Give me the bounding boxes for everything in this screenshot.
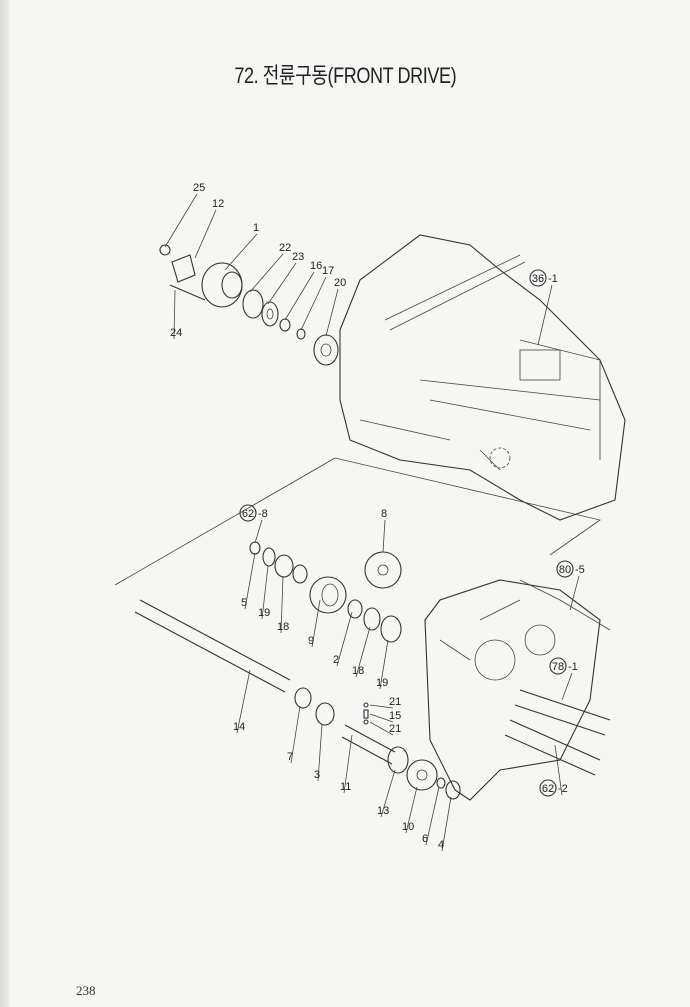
part-number-label: 19 — [376, 677, 388, 689]
page-number: 238 — [76, 983, 96, 998]
circled-reference-callout: 36 — [529, 269, 547, 287]
reference-circle — [539, 779, 557, 797]
part-number-label: 5 — [241, 597, 247, 609]
part-number-label: 23 — [292, 251, 304, 263]
part-number-label: -2 — [558, 783, 568, 795]
part-number-label: 19 — [258, 607, 270, 619]
circled-reference-callout: 78 — [549, 657, 567, 675]
leader-line — [554, 744, 563, 796]
part-number-label: 22 — [279, 242, 291, 254]
reference-number: 80 — [559, 564, 571, 576]
upper-parts — [159, 244, 339, 366]
leader-line — [194, 209, 217, 259]
leader-line — [236, 669, 251, 734]
part-number-label: -1 — [548, 273, 558, 285]
leader-line — [244, 552, 256, 610]
upper-housing — [114, 234, 626, 586]
leader-line — [290, 705, 301, 764]
leader-line — [254, 519, 263, 544]
part-number-label: 21 — [389, 723, 401, 735]
leader-line — [369, 721, 394, 736]
part-number-label: 3 — [314, 769, 320, 781]
part-number-label: 7 — [287, 751, 293, 763]
part-number-label: 17 — [322, 265, 334, 277]
callout-leader-lines — [164, 193, 580, 852]
part-number-label: 14 — [233, 721, 245, 733]
lower-housing — [424, 579, 611, 801]
leader-line — [537, 284, 553, 346]
leader-line — [300, 276, 327, 331]
reference-circle — [549, 657, 567, 675]
leader-line — [261, 565, 269, 620]
leader-line — [173, 289, 176, 340]
part-number-label: 20 — [334, 277, 346, 289]
part-number-label: 18 — [352, 665, 364, 677]
lower-parts — [134, 541, 461, 800]
circled-reference-callout: 62 — [239, 504, 257, 522]
part-number-label: 2 — [333, 654, 339, 666]
leader-line — [355, 626, 371, 678]
leader-line — [382, 519, 386, 553]
part-number-label: 25 — [193, 182, 205, 194]
leader-line — [369, 704, 394, 709]
leader-line — [164, 193, 198, 248]
reference-circle — [556, 560, 574, 578]
part-number-label: 11 — [340, 781, 351, 793]
leader-line — [380, 769, 396, 818]
reference-number: 36 — [532, 273, 544, 285]
leader-line — [569, 575, 580, 611]
reference-circle — [239, 504, 257, 522]
leader-line — [441, 796, 452, 852]
part-number-label: 9 — [308, 635, 314, 647]
part-number-label: -5 — [575, 564, 585, 576]
leader-line — [336, 611, 353, 667]
leader-line — [311, 599, 321, 648]
part-number-label: 1 — [253, 222, 259, 234]
circled-reference-callout: 80 — [556, 560, 574, 578]
part-number-label: 16 — [310, 260, 322, 272]
part-number-label: -1 — [568, 661, 578, 673]
scan-edge — [0, 0, 10, 1007]
leader-line — [405, 786, 418, 834]
part-number-label: 6 — [422, 833, 428, 845]
leader-line — [561, 672, 573, 701]
leader-line — [317, 723, 323, 782]
reference-number: 62 — [242, 508, 254, 520]
part-number-label: 10 — [402, 821, 414, 833]
part-number-label: 15 — [389, 710, 401, 722]
leader-line — [369, 713, 394, 723]
leader-line — [267, 262, 297, 305]
part-number-label: 18 — [277, 621, 289, 633]
page-title: 72. 전륜구동(FRONT DRIVE) — [234, 63, 456, 88]
leader-line — [425, 786, 440, 846]
leader-line — [224, 233, 258, 271]
leader-line — [284, 271, 315, 321]
reference-number: 78 — [552, 661, 564, 673]
leader-line — [343, 734, 353, 794]
leader-line — [379, 639, 389, 690]
part-number-label: 21 — [389, 696, 401, 708]
leader-line — [249, 253, 284, 293]
part-number-label: 8 — [381, 508, 387, 520]
leader-line — [325, 288, 339, 337]
part-number-label: 4 — [438, 839, 444, 851]
reference-circle — [529, 269, 547, 287]
part-number-label: 13 — [377, 805, 389, 817]
part-number-label: 24 — [170, 327, 182, 339]
part-number-label: -8 — [258, 508, 268, 520]
circled-reference-callout: 62 — [539, 779, 557, 797]
leader-line — [280, 575, 284, 634]
part-number-label: 12 — [212, 198, 224, 210]
reference-number: 62 — [542, 783, 554, 795]
